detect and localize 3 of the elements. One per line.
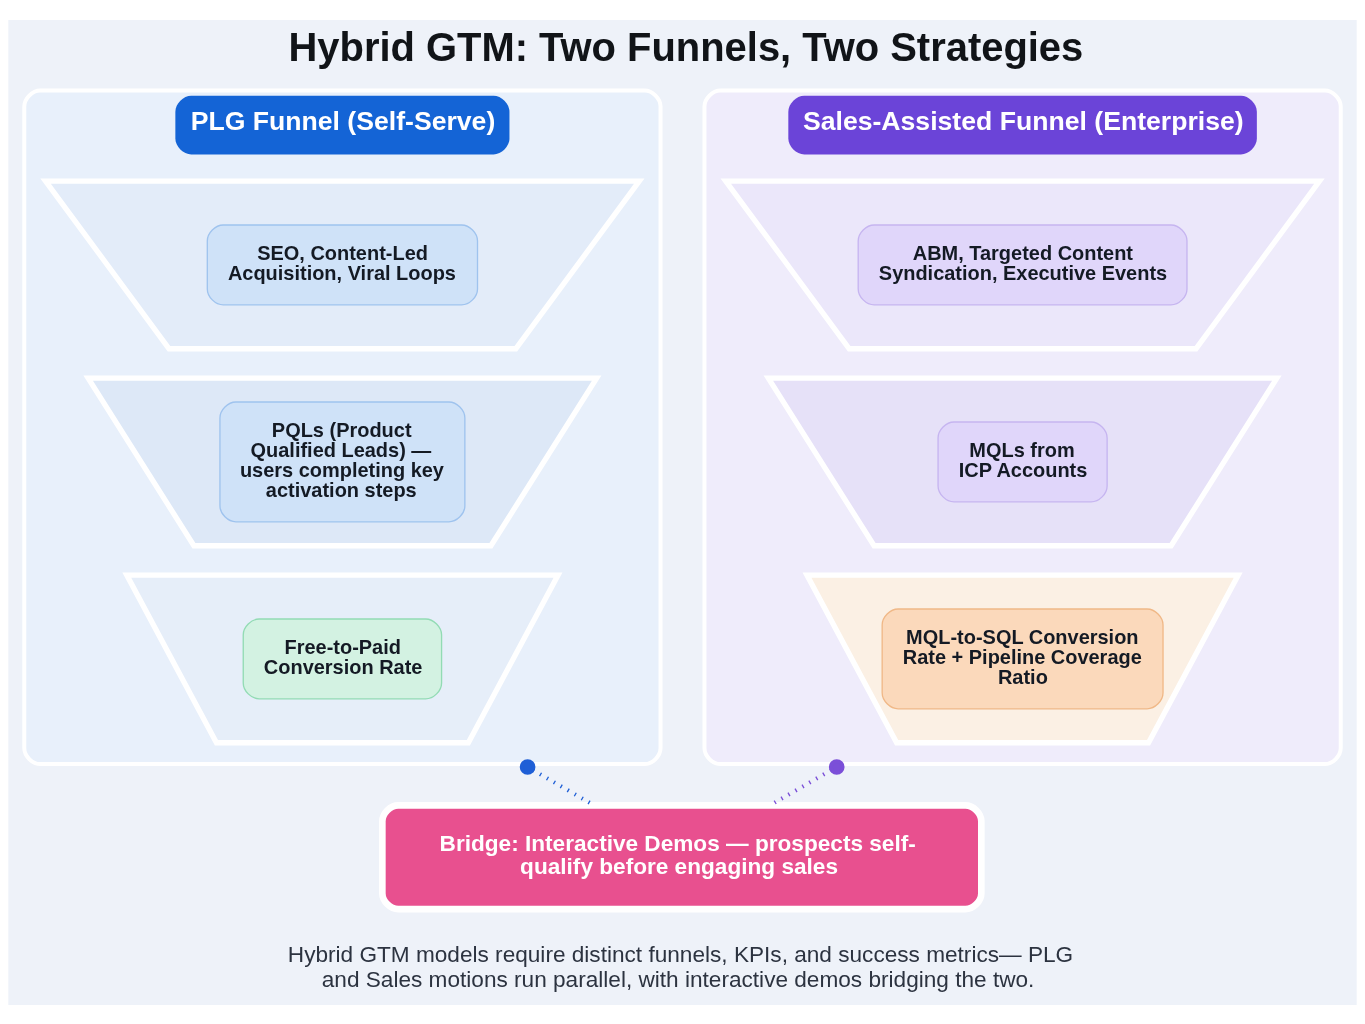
node-box: Bridge: Interactive Demos — prospects self-qualify before engaging sales (379, 801, 985, 912)
caption: Hybrid GTM models require distinct funnels, KPIs, and success metrics— PLG and Sales motions run parallel, with interactive demos bridging the two. (287, 941, 1074, 992)
diagram-title: Hybrid GTM: Two Funnels, Two Strategies (288, 24, 1084, 69)
